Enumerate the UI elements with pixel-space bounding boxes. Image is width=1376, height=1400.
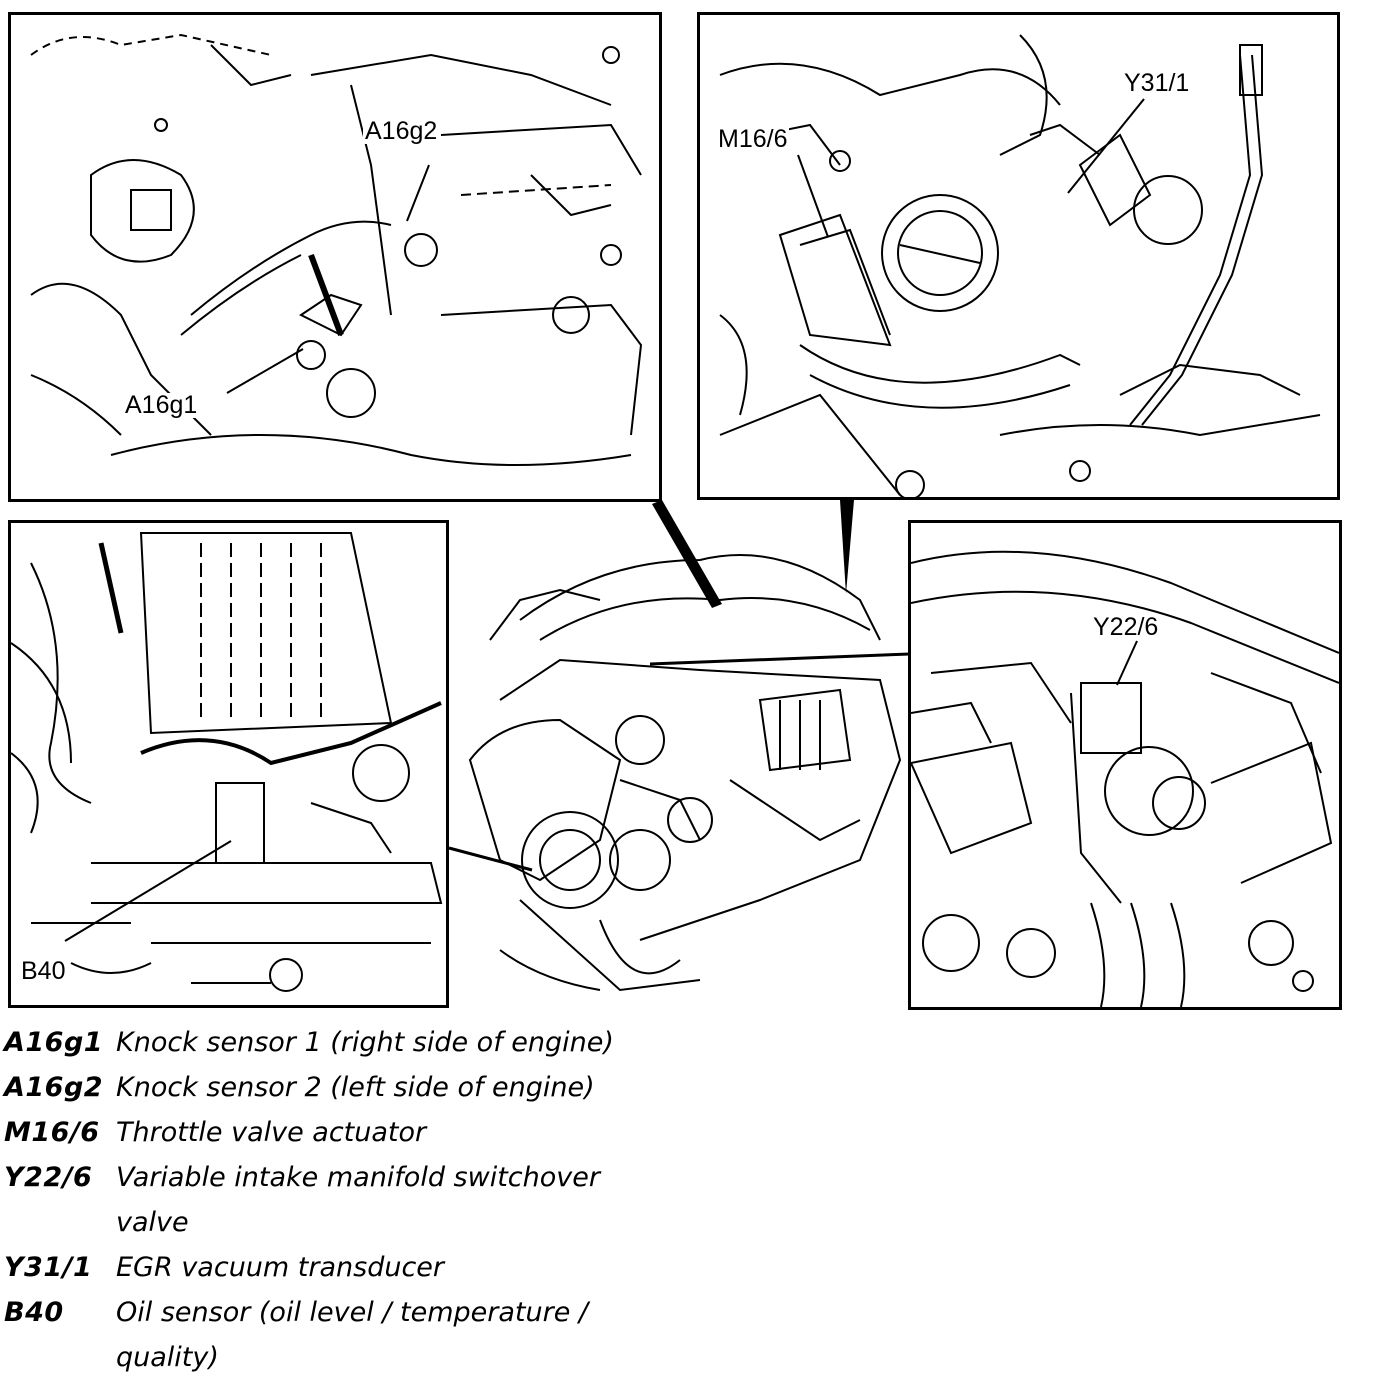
legend-item: A16g1 Knock sensor 1 (right side of engi… — [4, 1020, 704, 1065]
legend-item: M16/6 Throttle valve actuator — [4, 1110, 704, 1155]
throttle-body-line-art — [719, 34, 1321, 497]
legend-code: Y22/6 — [4, 1162, 93, 1193]
legend-description: Oil sensor (oil level / temperature / qu… — [116, 1297, 588, 1373]
legend-code: M16/6 — [4, 1117, 100, 1148]
throttle-egr-detail-panel: M16/6 Y31/1 — [697, 12, 1340, 500]
legend-item: Y22/6 Variable intake manifold switchove… — [4, 1155, 704, 1245]
legend-description: Throttle valve actuator — [116, 1117, 427, 1148]
legend-description: Variable intake manifold switchover valv… — [116, 1162, 600, 1238]
legend-item: A16g2 Knock sensor 2 (left side of engin… — [4, 1065, 704, 1110]
legend: A16g1 Knock sensor 1 (right side of engi… — [4, 1020, 704, 1380]
knock-sensor-line-art — [30, 33, 643, 466]
oil-sensor-detail-panel: B40 — [8, 520, 449, 1008]
oil-sensor-line-art — [11, 532, 443, 992]
legend-description: EGR vacuum transducer — [116, 1252, 445, 1283]
legend-description: Knock sensor 2 (left side of engine) — [116, 1072, 595, 1103]
legend-item: B40 Oil sensor (oil level / temperature … — [4, 1290, 704, 1380]
callout-y31-1: Y31/1 — [1122, 69, 1192, 97]
callout-y22-6: Y22/6 — [1091, 613, 1161, 641]
legend-description: Knock sensor 1 (right side of engine) — [116, 1027, 614, 1058]
callout-m16-6: M16/6 — [716, 125, 790, 153]
callout-a16g2: A16g2 — [363, 117, 440, 145]
knock-sensor-detail-panel: A16g2 A16g1 — [8, 12, 662, 502]
legend-code: B40 — [4, 1297, 64, 1328]
intake-switchover-detail-panel: Y22/6 — [908, 520, 1342, 1010]
legend-code: Y31/1 — [4, 1252, 93, 1283]
legend-code: A16g1 — [4, 1027, 104, 1058]
switchover-valve-line-art — [911, 550, 1339, 1007]
engine-overview-drawing — [448, 500, 911, 992]
legend-code: A16g2 — [4, 1072, 104, 1103]
callout-a16g1: A16g1 — [123, 391, 200, 419]
callout-b40: B40 — [19, 957, 68, 985]
legend-item: Y31/1 EGR vacuum transducer — [4, 1245, 704, 1290]
